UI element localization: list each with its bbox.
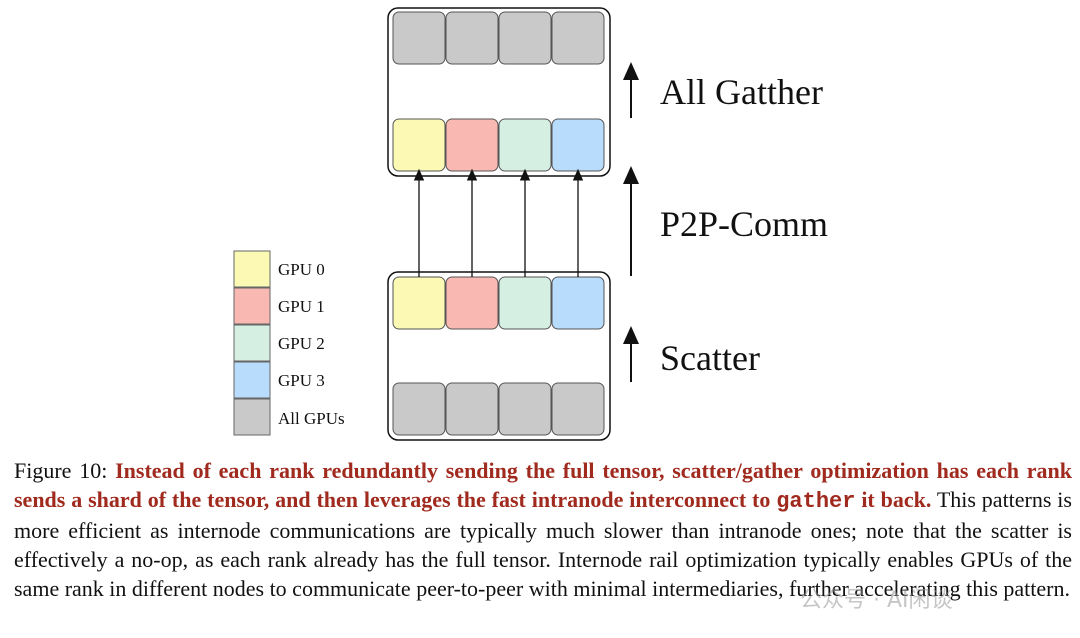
bottom-all-gpu-0 (392, 382, 446, 436)
caption-mono-word: gather (776, 489, 856, 514)
top-all-gpu-1 (445, 11, 499, 65)
legend-swatch-gpu0 (233, 250, 271, 288)
top-all-gpu-3 (551, 11, 605, 65)
bottom-gpu0-shard (392, 276, 446, 330)
caption-rest: This patterns is more efficient as inter… (14, 487, 1072, 601)
bottom-gpu3-shard (551, 276, 605, 330)
p2p-comm-label: P2P-Comm (660, 204, 828, 244)
bottom-gpu2-shard (498, 276, 552, 330)
legend-swatch-gpu3 (233, 361, 271, 399)
legend-swatch-gpu1 (233, 287, 271, 325)
figure-diagram: All Gatther P2P-Comm Scatter GPU 0 GPU 1… (233, 7, 828, 441)
top-gpu1-shard (445, 118, 499, 172)
legend-label-gpu1: GPU 1 (278, 297, 325, 316)
all-gather-label: All Gatther (660, 72, 823, 112)
legend-swatch-all (233, 398, 271, 436)
caption-prefix: Figure 10: (14, 458, 116, 483)
top-gpu2-shard (498, 118, 552, 172)
caption-bold-tail: it back. (855, 487, 932, 512)
top-all-gpu-2 (498, 11, 552, 65)
figure-caption: Figure 10: Instead of each rank redundan… (14, 456, 1072, 603)
diagram-svg: All Gatther P2P-Comm Scatter GPU 0 GPU 1… (233, 7, 828, 441)
top-all-gpu-0 (392, 11, 446, 65)
legend-label-gpu3: GPU 3 (278, 371, 325, 390)
top-gpu0-shard (392, 118, 446, 172)
bottom-gpu1-shard (445, 276, 499, 330)
bottom-all-gpu-3 (551, 382, 605, 436)
bottom-all-gpu-1 (445, 382, 499, 436)
scatter-label: Scatter (660, 338, 760, 378)
watermark: 公众号 · AI闲谈 (800, 588, 953, 613)
legend-label-all: All GPUs (278, 409, 345, 428)
top-gpu3-shard (551, 118, 605, 172)
legend-label-gpu2: GPU 2 (278, 334, 325, 353)
legend: GPU 0 GPU 1 GPU 2 GPU 3 All GPUs (233, 250, 345, 436)
caption-bold-part: Instead of each rank redundantly sending… (14, 458, 1072, 512)
legend-label-gpu0: GPU 0 (278, 260, 325, 279)
bottom-all-gpu-2 (498, 382, 552, 436)
legend-swatch-gpu2 (233, 324, 271, 362)
